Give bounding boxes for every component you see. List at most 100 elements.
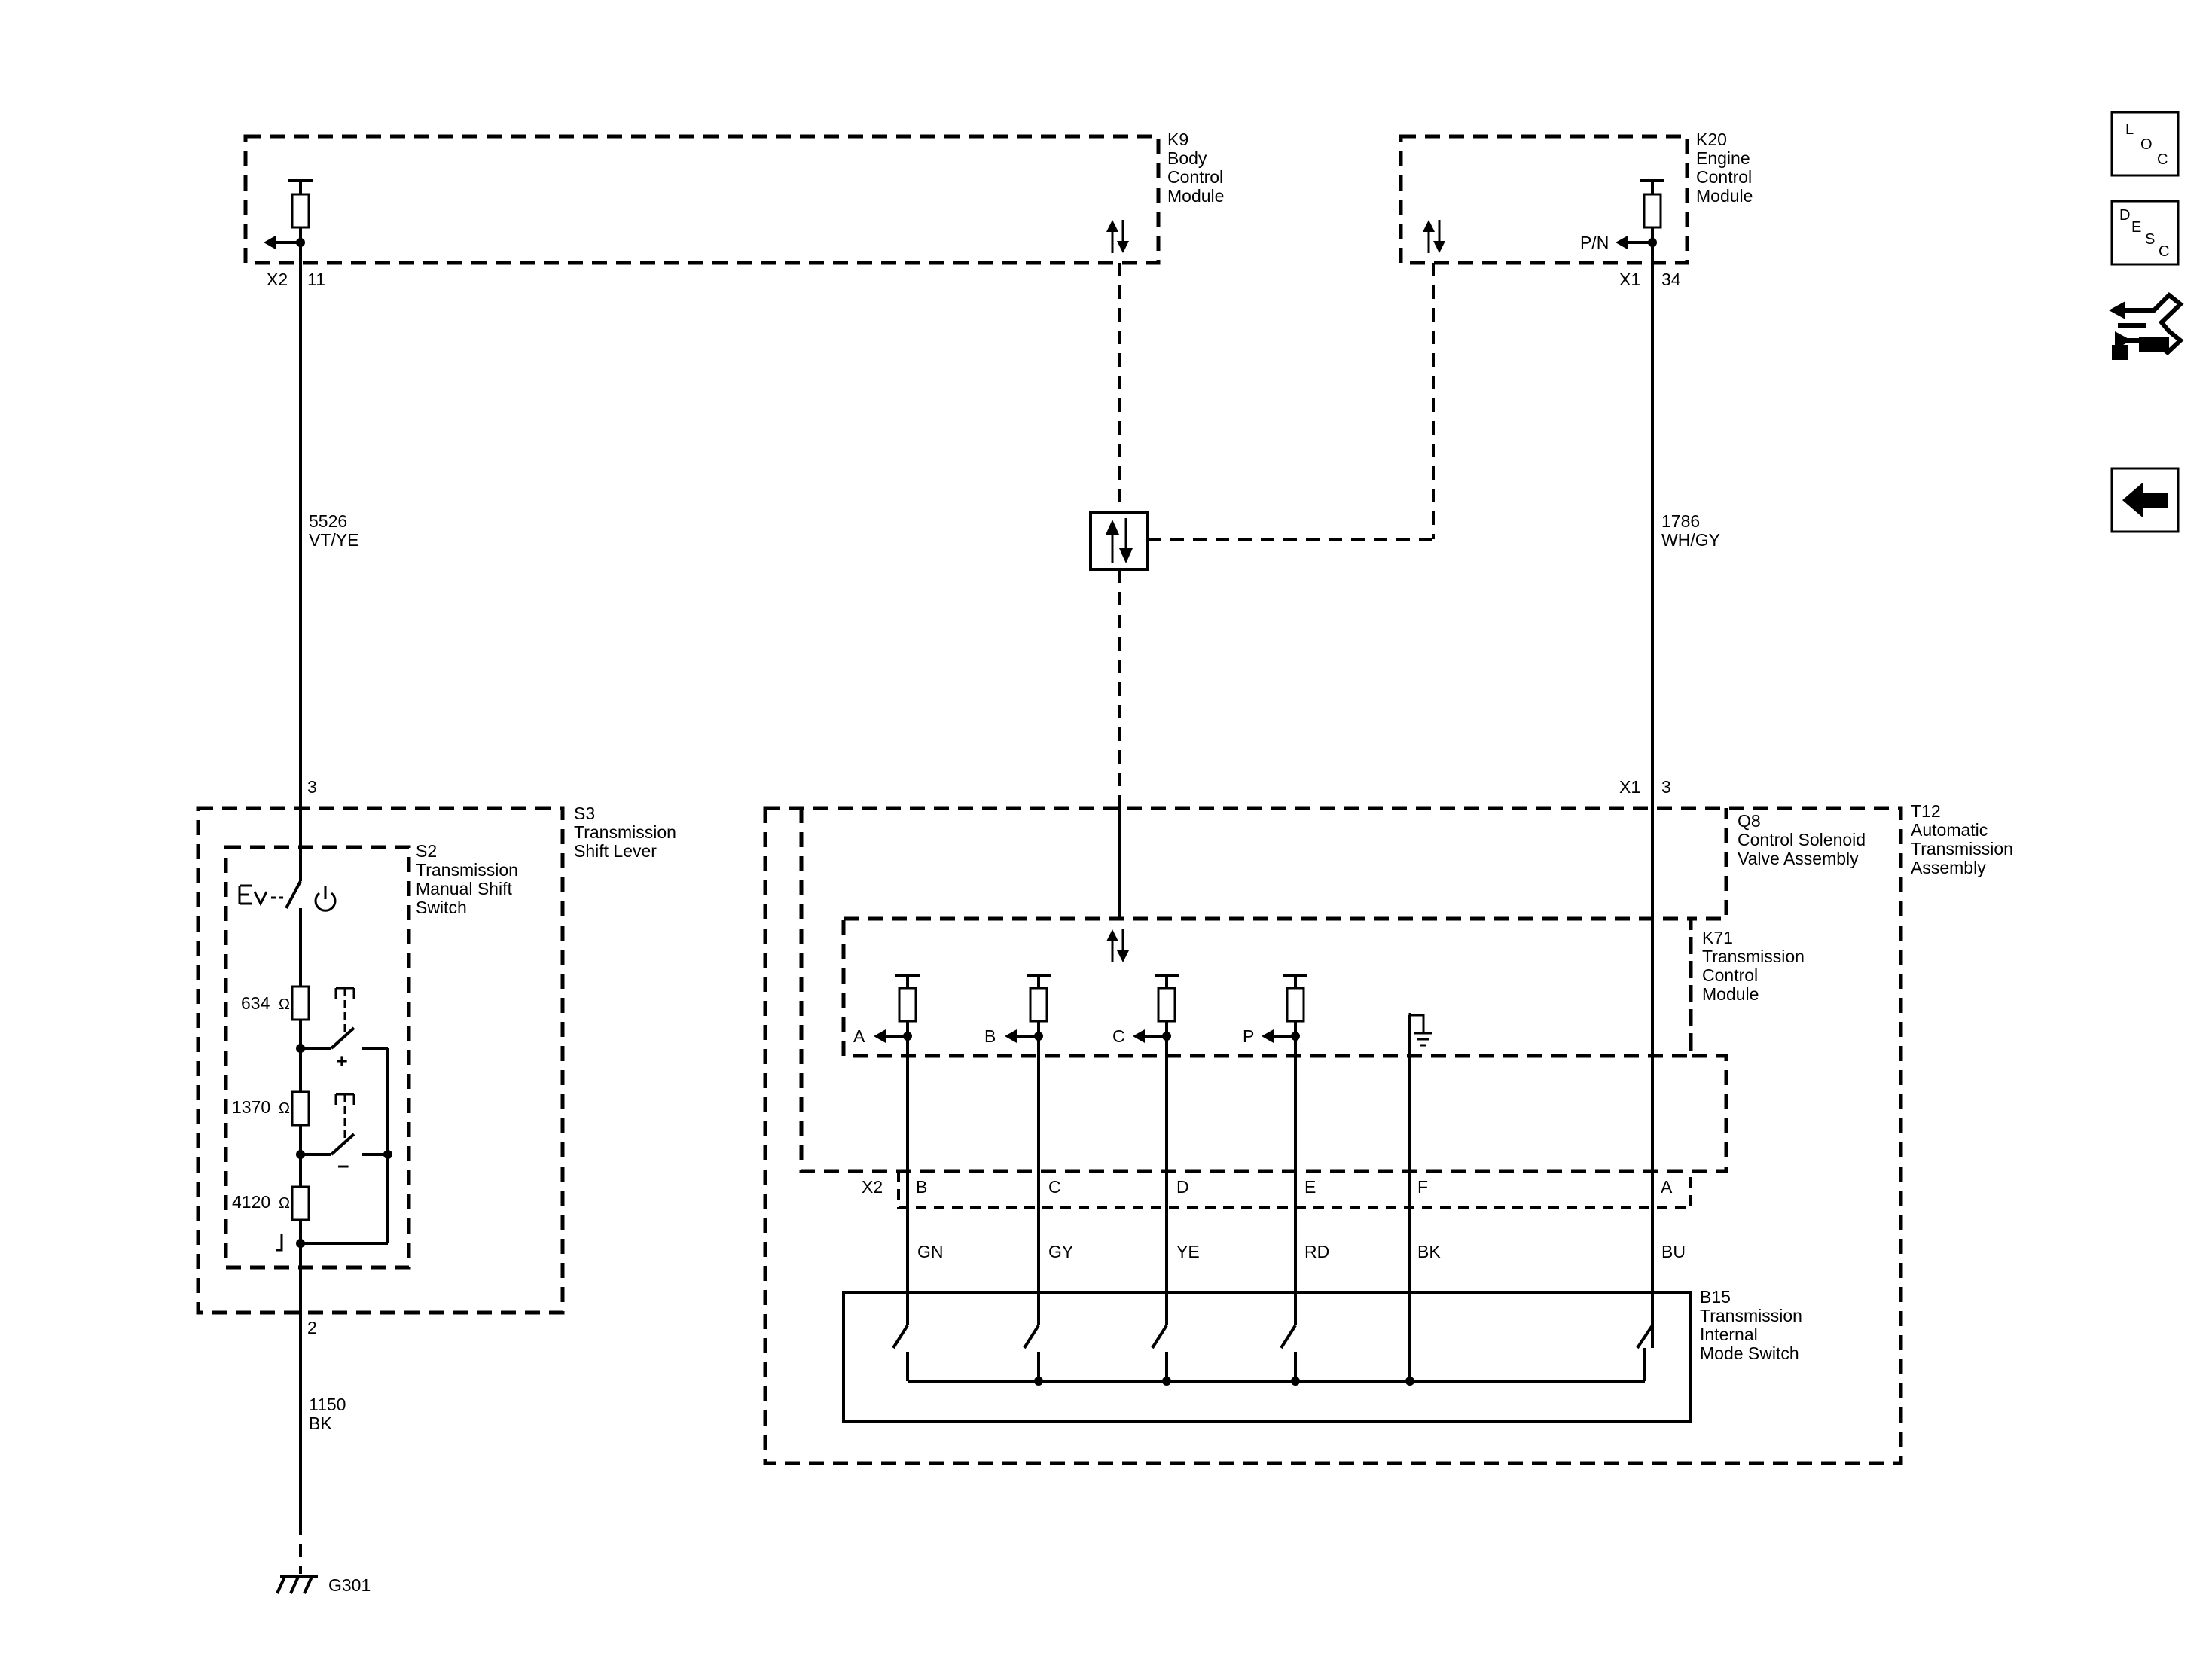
wire-color-gy: GY — [1048, 1242, 1073, 1261]
k9-output-arrow — [264, 236, 276, 249]
resistor-1370-value: 1370 — [232, 1097, 270, 1117]
upshift-mark: + — [336, 1050, 348, 1072]
k20-label-3: Module — [1696, 186, 1753, 206]
s3-top-pin: 3 — [307, 777, 317, 797]
s2-mode-switch — [238, 880, 337, 987]
desc-button[interactable]: D E S C — [2110, 200, 2180, 266]
k9-connector-label: X2 — [267, 270, 288, 289]
resistor-4120 — [291, 1185, 310, 1221]
t12-ref: T12 — [1911, 801, 1941, 821]
b15-transmission-internal-mode-switch: B15 Transmission Internal Mode Switch — [842, 1287, 1802, 1423]
k71-pin-5: F — [1417, 1177, 1428, 1197]
k71-pin-4: E — [1304, 1177, 1316, 1197]
serial-data-splice — [1089, 511, 1149, 571]
k71-ground — [1408, 1011, 1432, 1378]
k71-channel-b: B — [984, 974, 1051, 1046]
k9-label-3: Module — [1167, 186, 1224, 206]
s2-label-1: Transmission — [416, 860, 518, 880]
k71-output-channels: A B C — [853, 974, 1432, 1378]
b15-label-2: Internal — [1700, 1325, 1758, 1344]
resistor-634-value: 634 — [241, 993, 270, 1013]
k71-ref: K71 — [1702, 928, 1733, 947]
k20-label-1: Engine — [1696, 148, 1750, 168]
b15-label-1: Transmission — [1700, 1306, 1802, 1325]
wire-color-ye: YE — [1176, 1242, 1200, 1261]
k71-connector-label: X2 — [862, 1177, 883, 1197]
s3-label-2: Shift Lever — [574, 841, 657, 861]
k71-pin-6: A — [1661, 1177, 1673, 1197]
q8-label-1: Control Solenoid — [1738, 830, 1866, 849]
k9-ref: K9 — [1167, 130, 1188, 149]
k20-resistor — [1643, 193, 1662, 229]
resistor-4120-ohm: Ω — [279, 1195, 290, 1212]
resistor-4120-value: 4120 — [232, 1192, 270, 1212]
loc-letter-l: L — [2125, 121, 2134, 138]
s3-transmission-shift-lever: S3 Transmission Shift Lever — [196, 804, 676, 1315]
k20-ref: K20 — [1696, 130, 1727, 149]
ground-g301: G301 — [276, 1575, 371, 1595]
b15-ref: B15 — [1700, 1287, 1731, 1307]
wire-5526-circuit: 5526 — [309, 511, 347, 531]
s2-transmission-manual-shift-switch: S2 Transmission Manual Shift Switch 634 … — [224, 841, 518, 1270]
s3-ref: S3 — [574, 804, 595, 823]
k20-output-arrow — [1616, 236, 1628, 249]
k71-channel-c: C — [1112, 974, 1179, 1046]
s3-label-1: Transmission — [574, 822, 676, 842]
b15-label-3: Mode Switch — [1700, 1343, 1799, 1363]
k9-body-control-module: K9 Body Control Module X2 11 — [243, 130, 1224, 289]
ground-label: G301 — [328, 1575, 371, 1595]
downshift-mark: − — [337, 1155, 349, 1178]
wire-1786: 1786 WH/GY X1 3 — [1619, 242, 1720, 1348]
k71-label-1: Transmission — [1702, 947, 1805, 966]
k9-serial-data-icon — [1106, 220, 1129, 253]
k71-label-2: Control — [1702, 965, 1758, 985]
k20-label-2: Control — [1696, 167, 1752, 187]
downshift-switch: − — [301, 1093, 392, 1178]
k71-transmission-control-module: K71 Transmission Control Module — [841, 916, 1805, 1058]
loc-button[interactable]: L O C — [2110, 111, 2180, 177]
k9-pin-label: 11 — [307, 270, 325, 289]
wire-1786-color: WH/GY — [1661, 530, 1720, 550]
s2-label-3: Switch — [416, 898, 467, 917]
back-button[interactable] — [2110, 467, 2180, 533]
k20-engine-control-module: K20 Engine Control Module P/N X1 34 — [1399, 130, 1753, 289]
k20-signal-label: P/N — [1580, 233, 1609, 252]
k71-channel-a: A — [853, 974, 920, 1046]
loc-letter-c: C — [2157, 151, 2168, 168]
k71-output-a: A — [853, 1026, 865, 1046]
k20-connector-label: X1 — [1619, 270, 1640, 289]
wire-1786-circuit: 1786 — [1661, 511, 1700, 531]
k71-output-c: C — [1112, 1026, 1125, 1046]
t12-label-2: Transmission — [1911, 839, 2013, 858]
k20-serial-data-icon — [1423, 220, 1445, 253]
s2-ref: S2 — [416, 841, 437, 861]
k71-pin-3: D — [1176, 1177, 1189, 1197]
resistor-634-ohm: Ω — [279, 996, 290, 1013]
k71-pin-1: B — [916, 1177, 927, 1197]
serial-data-bus — [1089, 263, 1435, 919]
t12-pin-label: 3 — [1661, 777, 1671, 797]
k71-label-3: Module — [1702, 984, 1759, 1004]
desc-letter-c: C — [2159, 243, 2169, 260]
desc-letter-d: D — [2119, 207, 2130, 224]
q8-control-solenoid-valve-assembly: Q8 Control Solenoid Valve Assembly — [799, 808, 1866, 1173]
wire-color-bu: BU — [1661, 1242, 1686, 1261]
connector-view-icon[interactable] — [2109, 291, 2184, 360]
k71-channel-p: P — [1243, 974, 1307, 1046]
k71-output-p: P — [1243, 1026, 1254, 1046]
k71-output-b: B — [984, 1026, 996, 1046]
b15-feed-wires: GN GY YE RD BK BU — [906, 1036, 1686, 1325]
s3-bottom-pin: 2 — [307, 1318, 317, 1337]
k71-pin-2: C — [1048, 1177, 1061, 1197]
t12-connector-label: X1 — [1619, 777, 1640, 797]
t12-automatic-transmission-assembly: T12 Automatic Transmission Assembly — [763, 801, 2013, 1465]
k9-label-2: Control — [1167, 167, 1223, 187]
wire-1150-color: BK — [309, 1414, 332, 1433]
loc-letter-o: O — [2140, 136, 2153, 153]
resistor-1370-ohm: Ω — [279, 1100, 290, 1117]
q8-label-2: Valve Assembly — [1738, 849, 1859, 868]
k9-resistor — [291, 193, 310, 229]
t12-label-1: Automatic — [1911, 820, 1988, 840]
desc-letter-e: E — [2131, 219, 2141, 236]
